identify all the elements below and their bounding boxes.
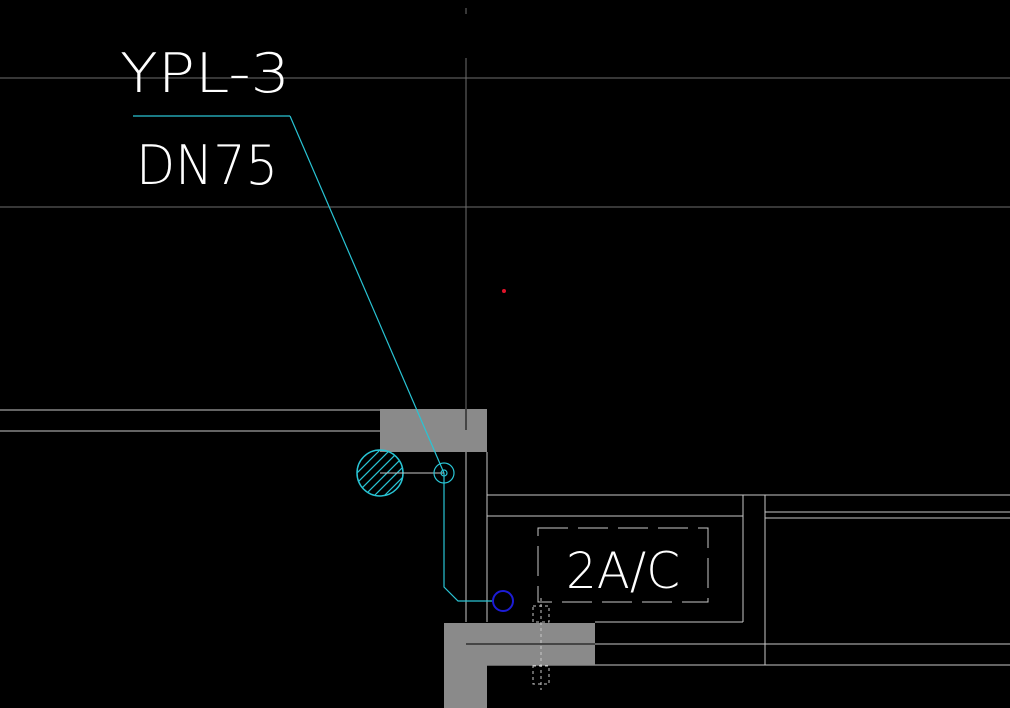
riser-outer-circle[interactable] <box>433 462 455 484</box>
room-tag-frame <box>537 527 709 603</box>
red-point-marker <box>502 289 506 293</box>
axis-lines <box>0 8 1010 430</box>
pipe-endpoint-marker[interactable] <box>492 590 514 612</box>
leader-diagonal <box>289 115 445 474</box>
column-upper <box>380 409 487 452</box>
riser-inner-circle <box>440 469 448 477</box>
pipe-leader[interactable] <box>133 115 492 602</box>
room-tag[interactable]: 2A/C <box>537 527 709 603</box>
pipe-route <box>443 473 492 602</box>
room-tag-label: 2A/C <box>566 542 680 600</box>
pipe-size-label[interactable]: DN75 <box>136 134 278 197</box>
pipe-id-label[interactable]: YPL-3 <box>120 42 290 105</box>
fixture-dashed <box>532 598 550 690</box>
walls <box>0 409 1010 666</box>
